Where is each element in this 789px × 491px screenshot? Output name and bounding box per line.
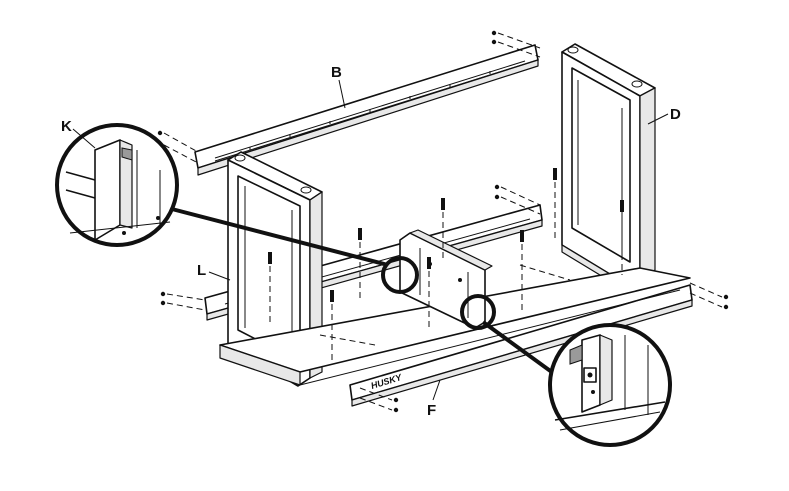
label-d: D: [670, 106, 681, 123]
screws: [157, 30, 729, 413]
screw-group-top-right: [491, 30, 541, 58]
detail-bracket-contents: [554, 334, 666, 431]
part-labels: B D K L F: [61, 64, 681, 419]
label-k: K: [61, 118, 72, 135]
detail-callout-k: [55, 123, 419, 294]
screw-group-mid-left: [160, 291, 206, 311]
floor-guide-lines: [319, 264, 571, 346]
screw-vertical-set: [268, 168, 624, 362]
screw-group-bottom: [359, 387, 399, 413]
label-b: B: [331, 64, 342, 81]
part-d-right-leg: [561, 43, 656, 293]
detail-callout-bracket: [460, 294, 672, 447]
detail-k-contents: [65, 139, 171, 241]
screw-group-mid-right: [494, 184, 541, 215]
label-l: L: [197, 262, 206, 279]
part-b-back-rail: [194, 44, 539, 176]
label-f: F: [427, 402, 436, 419]
screw-group-right-outer: [689, 282, 729, 310]
